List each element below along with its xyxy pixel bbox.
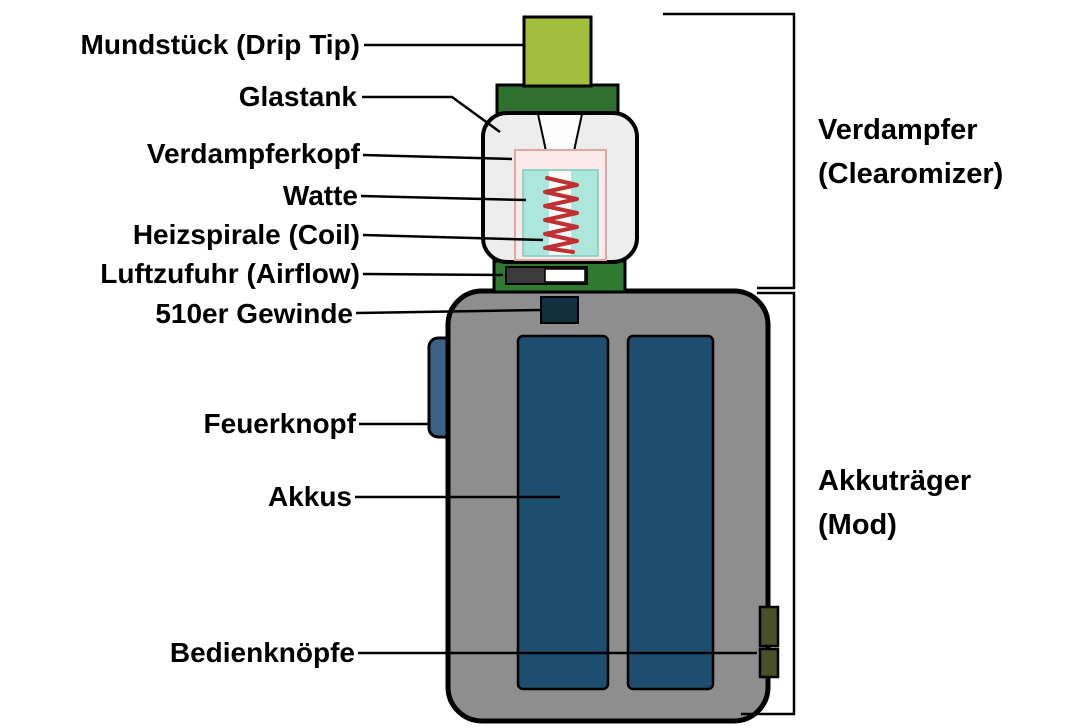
label-akkutraeger-line1: Akkuträger <box>818 465 972 497</box>
airflow-slot-white-shape <box>544 268 586 283</box>
label-gewinde: 510er Gewinde <box>155 298 353 329</box>
pointer-line-heizspirale <box>362 233 544 242</box>
label-verdampfer-line2: (Clearomizer) <box>818 158 1004 190</box>
label-luftzufuhr: Luftzufuhr (Airflow) <box>100 258 360 289</box>
pointer-line-watte <box>360 194 527 202</box>
pointer-line-glastank <box>362 95 501 134</box>
pointer-line-gewinde <box>355 308 541 315</box>
bracket-akkutraeger <box>741 291 796 716</box>
label-verdampfer-line1: Verdampfer <box>818 114 978 146</box>
chimney-shape <box>536 113 584 152</box>
label-akkutraeger-line2: (Mod) <box>818 509 897 541</box>
label-akkus: Akkus <box>267 481 352 512</box>
label-akkutraeger-group: Akkuträger (Mod) <box>818 459 971 547</box>
drip-tip-shape <box>522 15 593 88</box>
label-feuerknopf: Feuerknopf <box>203 408 356 439</box>
510-connector-shape <box>540 296 579 324</box>
label-mundstueck: Mundstück (Drip Tip) <box>80 29 360 60</box>
tank-cap-shape <box>495 83 620 116</box>
label-verdampfer-group: Verdampfer (Clearomizer) <box>818 108 1003 196</box>
pointer-line-luftzufuhr <box>362 272 504 277</box>
label-glastank: Glastank <box>238 81 357 112</box>
battery-right-shape <box>626 334 715 691</box>
center-channel-shape <box>549 171 571 255</box>
label-verdampferkopf: Verdampferkopf <box>146 138 360 169</box>
label-watte: Watte <box>282 180 358 211</box>
control-button-lower-shape <box>758 647 780 679</box>
label-bedienknoepfe: Bedienknöpfe <box>169 637 355 668</box>
label-heizspirale: Heizspirale (Coil) <box>132 219 360 250</box>
control-button-upper-shape <box>758 605 780 648</box>
battery-left-shape <box>516 334 610 691</box>
pointer-line-verdampferkopf <box>362 153 513 161</box>
coil-shape <box>543 176 579 254</box>
bracket-verdampfer <box>663 12 796 290</box>
